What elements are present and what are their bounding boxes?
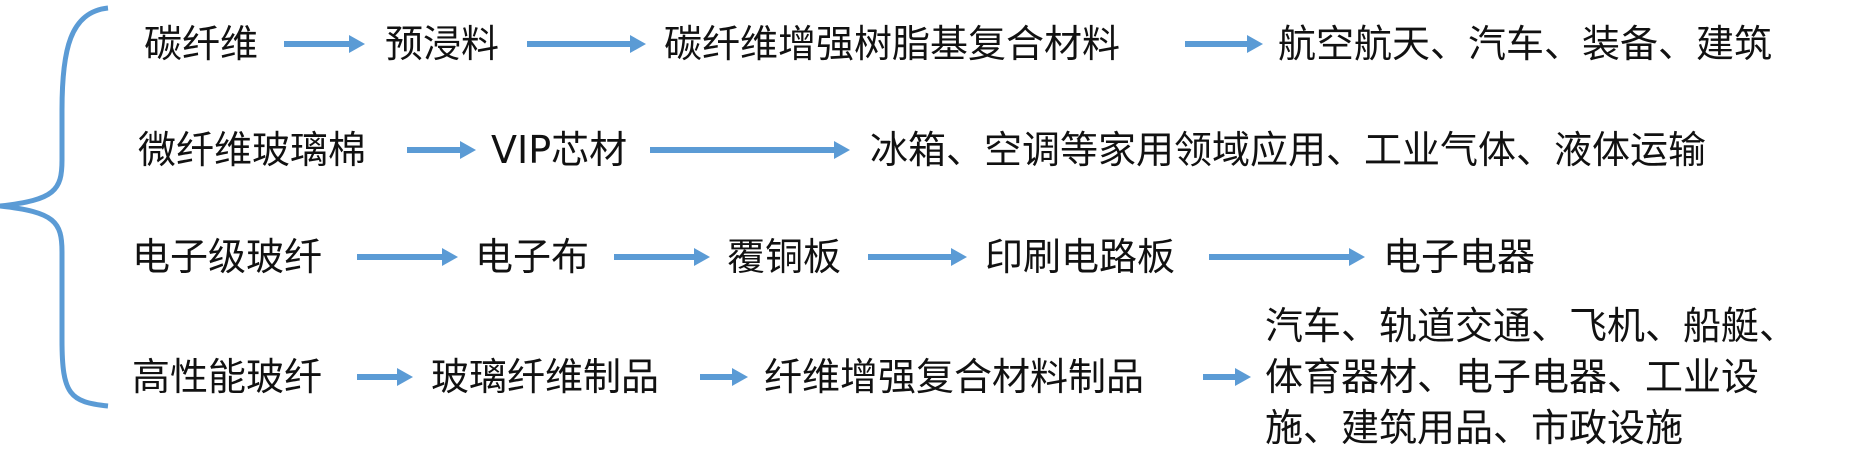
- node-glass-fiber-products: 玻璃纤维制品: [431, 355, 660, 399]
- node-applications-2: 冰箱、空调等家用领域应用、工业气体、液体运输: [870, 128, 1707, 172]
- node-vip-core: VIP芯材: [491, 128, 628, 172]
- application-line: 汽车、轨道交通、飞机、船艇、: [1265, 304, 1798, 348]
- arrow-icon: [284, 34, 365, 54]
- node-carbon-fiber: 碳纤维: [144, 22, 259, 66]
- arrow-icon: [650, 140, 850, 160]
- arrow-icon: [614, 247, 710, 267]
- arrow-icon: [357, 247, 458, 267]
- application-line: 体育器材、电子电器、工业设: [1265, 355, 1760, 399]
- arrow-icon: [357, 367, 413, 387]
- arrow-icon: [1209, 247, 1365, 267]
- node-pcb: 印刷电路板: [985, 235, 1176, 279]
- arrow-icon: [1185, 34, 1263, 54]
- node-applications-1: 航空航天、汽车、装备、建筑: [1278, 22, 1773, 66]
- arrow-icon: [1203, 367, 1251, 387]
- arrow-icon: [700, 367, 748, 387]
- node-electronic-glass-fiber: 电子级玻纤: [132, 235, 323, 279]
- node-electronic-cloth: 电子布: [475, 235, 590, 279]
- node-electronics: 电子电器: [1383, 235, 1536, 279]
- node-ccl: 覆铜板: [727, 235, 842, 279]
- node-high-performance-glass-fiber: 高性能玻纤: [132, 355, 323, 399]
- arrow-icon: [868, 247, 967, 267]
- node-applications-4: 汽车、轨道交通、飞机、船艇、 体育器材、电子电器、工业设 施、建筑用品、市政设施: [1265, 301, 1797, 454]
- arrow-icon: [527, 34, 646, 54]
- node-microfiber-glass-wool: 微纤维玻璃棉: [138, 128, 367, 172]
- arrow-icon: [407, 140, 476, 160]
- application-line: 施、建筑用品、市政设施: [1265, 406, 1684, 450]
- node-cfrp: 碳纤维增强树脂基复合材料: [664, 22, 1121, 66]
- node-prepreg: 预浸料: [385, 22, 500, 66]
- brace-bracket: [0, 5, 109, 409]
- node-frp-products: 纤维增强复合材料制品: [764, 355, 1145, 399]
